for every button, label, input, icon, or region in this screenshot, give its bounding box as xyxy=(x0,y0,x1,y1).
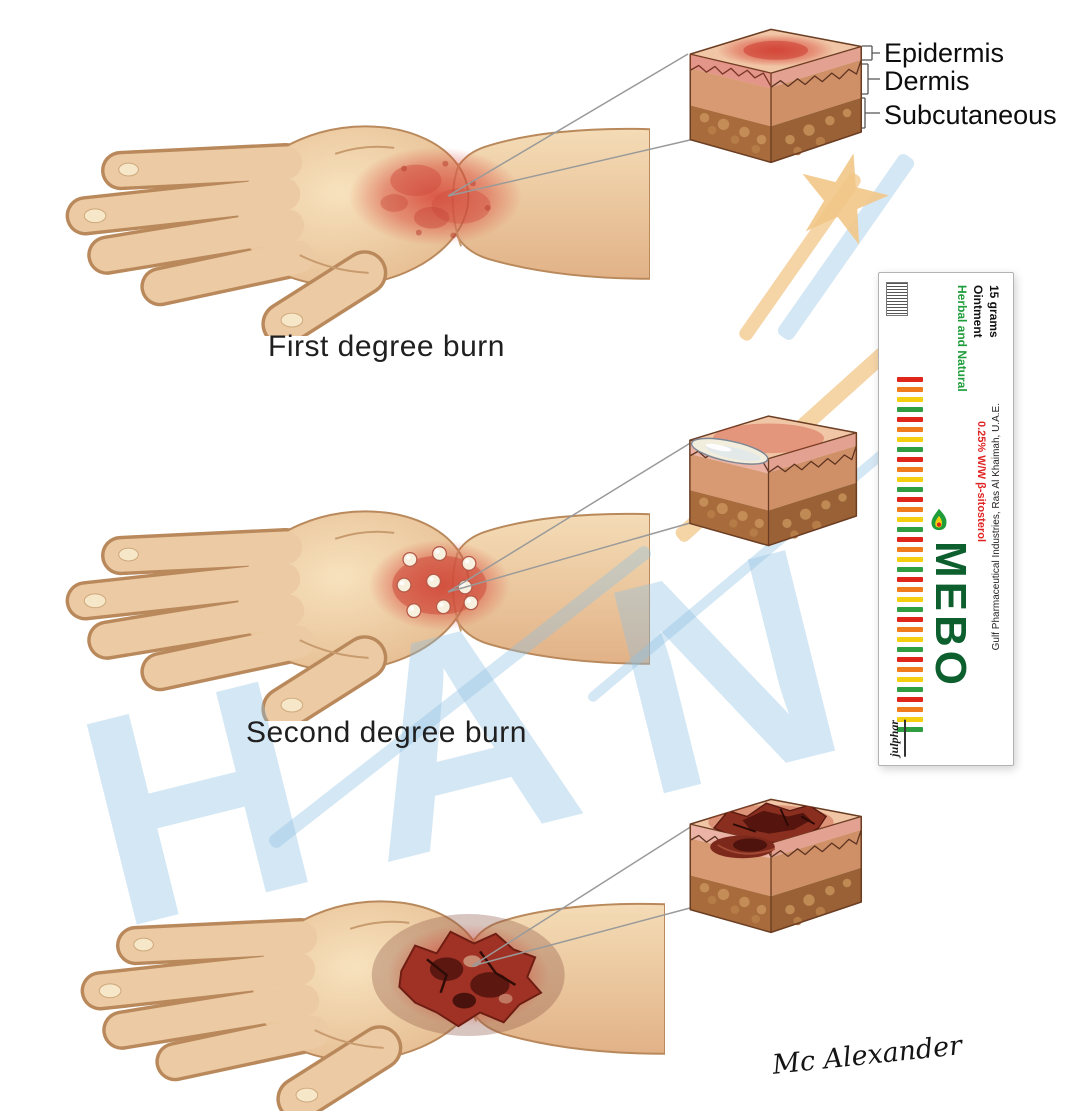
color-stripe xyxy=(897,527,923,532)
hand-illustration-third-degree xyxy=(55,845,665,1111)
color-stripe xyxy=(897,717,923,722)
color-stripe xyxy=(897,647,923,652)
caption-second-degree-burn: Second degree burn xyxy=(246,716,527,749)
color-stripe xyxy=(897,657,923,662)
product-size: 15 grams xyxy=(987,285,1001,338)
color-stripe xyxy=(897,677,923,682)
color-stripe xyxy=(897,707,923,712)
color-stripe xyxy=(897,507,923,512)
color-stripe xyxy=(897,697,923,702)
color-stripe xyxy=(897,557,923,562)
hand-illustration-first-degree xyxy=(40,70,650,336)
color-stripe xyxy=(897,497,923,502)
color-stripe xyxy=(897,407,923,412)
color-stripe xyxy=(897,577,923,582)
maker-logo: julphar xyxy=(887,720,906,757)
color-stripe xyxy=(897,537,923,542)
color-stripe xyxy=(897,457,923,462)
color-stripe xyxy=(897,417,923,422)
color-stripe xyxy=(897,607,923,612)
stripe-stack xyxy=(897,377,923,737)
product-top-texts: 15 grams Ointment Herbal and Natural xyxy=(953,285,1003,445)
color-stripe xyxy=(897,397,923,402)
color-stripe xyxy=(897,427,923,432)
color-stripe xyxy=(897,547,923,552)
color-stripe xyxy=(897,617,923,622)
product-form: Ointment xyxy=(971,285,985,338)
product-tagline: Herbal and Natural xyxy=(955,285,969,392)
color-stripe xyxy=(897,477,923,482)
manufacturer-text: Gulf Pharmaceutical Industries, Ras Al K… xyxy=(991,403,1002,651)
color-stripe xyxy=(897,437,923,442)
label-epidermis: Epidermis xyxy=(884,38,1005,68)
color-stripe xyxy=(897,667,923,672)
skin-cross-section-first-degree xyxy=(676,18,866,170)
skin-cross-section-third-degree xyxy=(676,788,866,940)
color-stripe xyxy=(897,597,923,602)
color-stripe xyxy=(897,467,923,472)
watermark-tan-bar xyxy=(736,171,864,343)
color-stripe xyxy=(897,727,923,732)
hand-illustration-second-degree xyxy=(40,455,650,721)
color-stripe xyxy=(897,627,923,632)
active-ingredient: 0.25% W/W β-sitosterol xyxy=(975,421,987,543)
label-dermis: Dermis xyxy=(884,66,970,96)
color-stripe xyxy=(897,567,923,572)
burn-degrees-poster: { "theme": { "mebo_green": "#0d5f2e", "t… xyxy=(40,18,1057,1081)
artist-signature: Mc Alexander xyxy=(770,1030,964,1081)
color-stripe xyxy=(897,637,923,642)
color-stripe xyxy=(897,447,923,452)
label-subcutaneous: Subcutaneous xyxy=(884,100,1057,130)
product-brand: MEBO xyxy=(926,541,975,689)
barcode-icon xyxy=(886,282,908,316)
caption-first-degree-burn: First degree burn xyxy=(268,330,505,363)
skin-cross-section-second-degree xyxy=(676,405,861,553)
product-box-mebo: 15 grams Ointment Herbal and Natural MEB… xyxy=(878,272,1014,766)
color-stripe xyxy=(897,387,923,392)
color-stripe xyxy=(897,687,923,692)
color-stripe xyxy=(897,377,923,382)
mebo-flame-icon xyxy=(931,508,947,531)
color-stripe xyxy=(897,587,923,592)
color-stripe xyxy=(897,517,923,522)
color-stripe xyxy=(897,487,923,492)
